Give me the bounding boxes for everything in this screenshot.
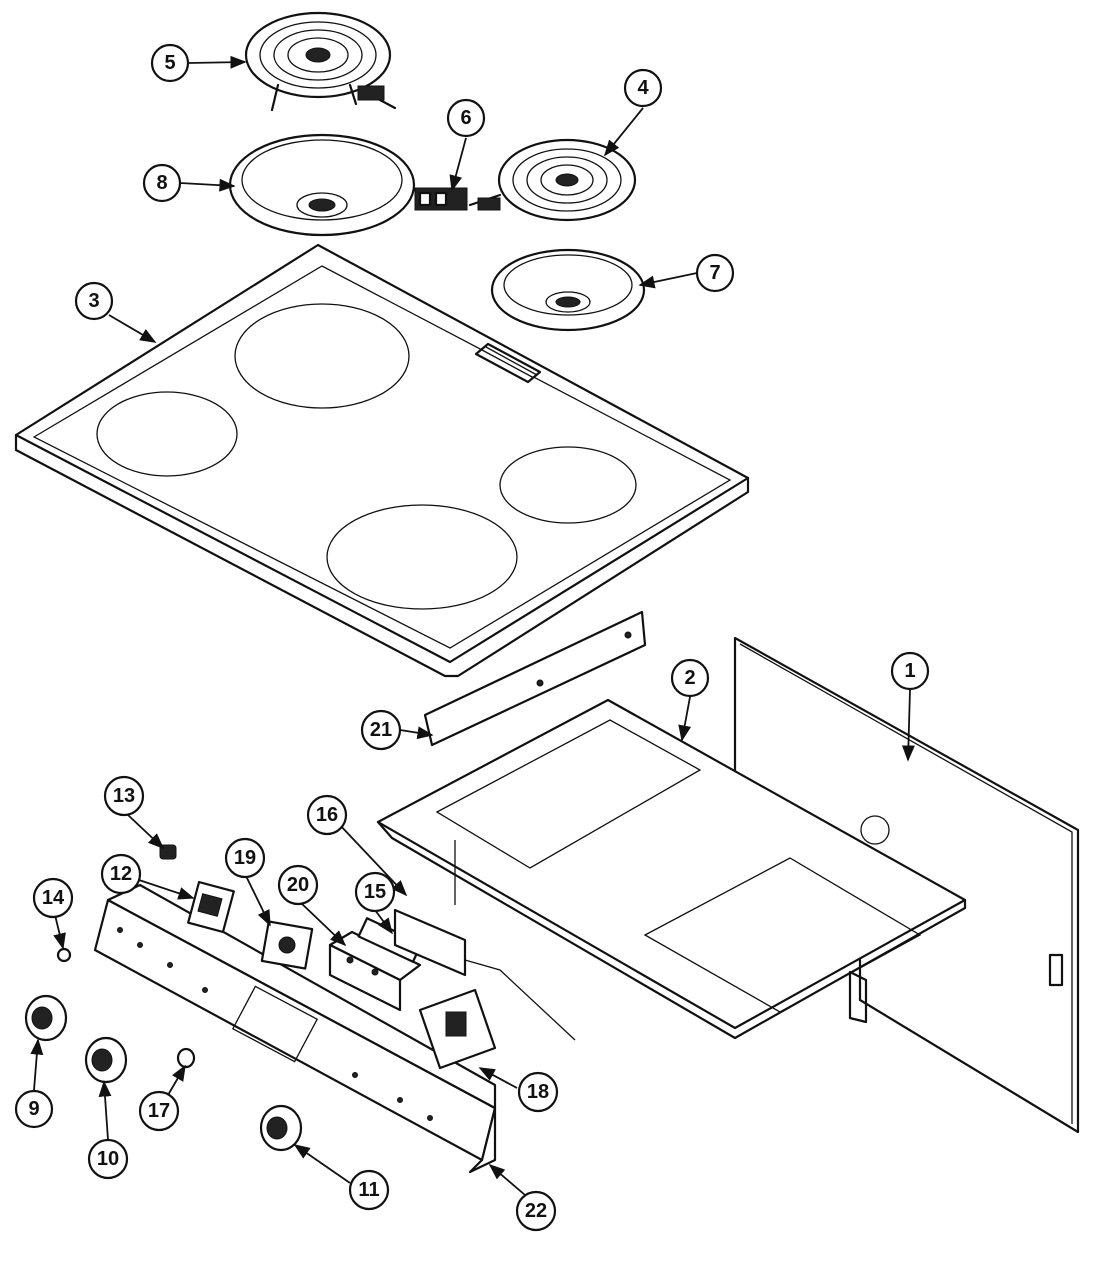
callout-15: 15 — [354, 871, 396, 913]
svg-text:12: 12 — [110, 863, 132, 885]
svg-text:1: 1 — [904, 660, 915, 682]
callout-17: 17 — [138, 1090, 180, 1132]
callout-8: 8 — [142, 163, 182, 203]
callout-13: 13 — [103, 775, 145, 817]
svg-text:10: 10 — [97, 1148, 119, 1170]
callout-10: 10 — [87, 1138, 129, 1180]
callout-5: 5 — [150, 43, 190, 83]
surface-element-small — [468, 138, 637, 222]
callout-2: 2 — [670, 658, 710, 698]
callout-14: 14 — [32, 877, 74, 919]
callout-21: 21 — [360, 709, 402, 751]
knob-11 — [259, 1104, 303, 1152]
svg-text:16: 16 — [316, 804, 338, 826]
callout-6: 6 — [446, 98, 486, 138]
main-cooktop — [14, 243, 750, 678]
callout-18: 18 — [517, 1071, 559, 1113]
knob-17 — [176, 1047, 196, 1069]
bracket-16 — [393, 908, 576, 1041]
svg-text:15: 15 — [364, 881, 386, 903]
knob-9 — [24, 994, 68, 1042]
svg-text:17: 17 — [148, 1100, 170, 1122]
svg-text:2: 2 — [684, 667, 695, 689]
svg-text:22: 22 — [525, 1200, 547, 1222]
terminal-block-20 — [328, 930, 422, 1012]
callout-11: 11 — [348, 1169, 390, 1211]
svg-text:13: 13 — [113, 785, 135, 807]
svg-text:14: 14 — [42, 887, 65, 909]
callout-12: 12 — [100, 853, 142, 895]
svg-text:5: 5 — [164, 52, 175, 74]
callout-22: 22 — [515, 1190, 557, 1232]
callout-1: 1 — [890, 651, 930, 691]
svg-text:4: 4 — [637, 77, 649, 99]
svg-text:3: 3 — [88, 290, 99, 312]
thermostat — [418, 988, 497, 1070]
callout-4: 4 — [623, 68, 663, 108]
svg-text:20: 20 — [287, 874, 309, 896]
callout-19: 19 — [224, 837, 266, 879]
screw-14 — [56, 947, 72, 963]
svg-text:6: 6 — [460, 107, 471, 129]
svg-text:7: 7 — [709, 262, 720, 284]
callout-20: 20 — [277, 864, 319, 906]
callout-16: 16 — [306, 794, 348, 836]
drip-bowl-small — [490, 248, 646, 332]
svg-text:9: 9 — [28, 1098, 39, 1120]
switch-12 — [187, 880, 235, 934]
drip-bowl-large — [228, 133, 416, 237]
svg-text:19: 19 — [234, 847, 256, 869]
leader-lines — [30, 55, 915, 1196]
svg-text:18: 18 — [527, 1081, 549, 1103]
svg-text:21: 21 — [370, 719, 392, 741]
burner-box — [376, 698, 967, 1040]
callout-3: 3 — [74, 281, 114, 321]
knob-10 — [84, 1036, 128, 1084]
surface-element-large — [244, 11, 397, 112]
svg-text:11: 11 — [358, 1179, 379, 1201]
callout-9: 9 — [14, 1089, 54, 1129]
svg-text:8: 8 — [156, 172, 167, 194]
callout-7: 7 — [695, 253, 735, 293]
element-receptacle — [414, 187, 468, 211]
infinite-switch — [260, 920, 314, 970]
